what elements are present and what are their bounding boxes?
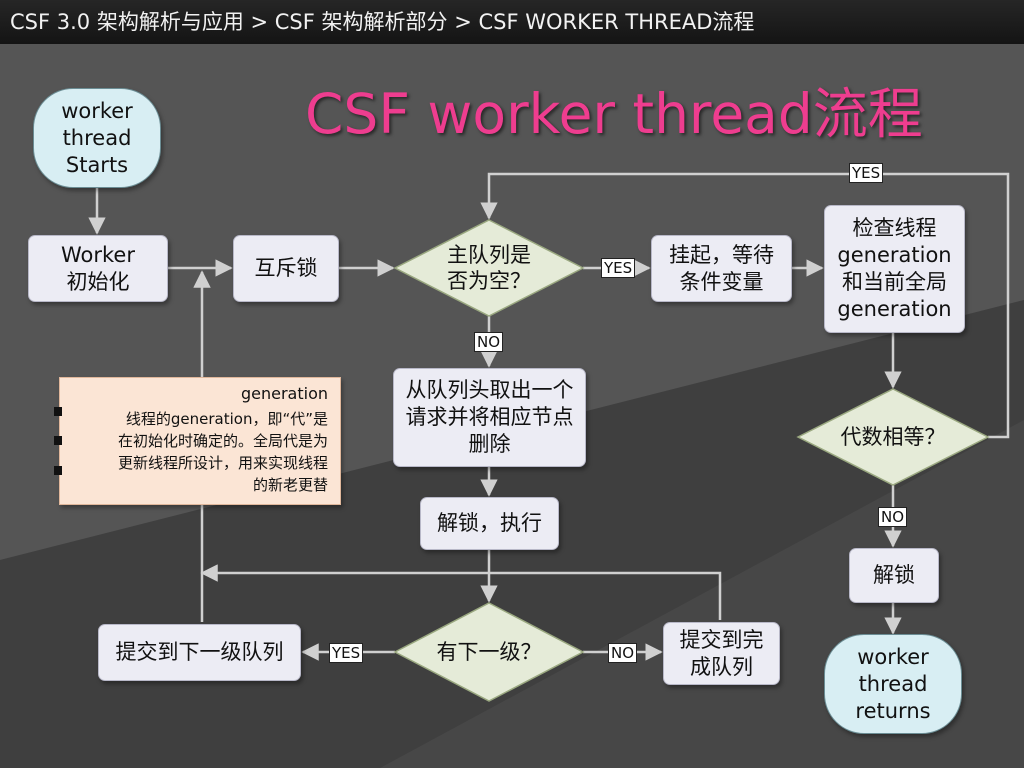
arrow-done-loop — [200, 564, 722, 620]
end-node: worker thread returns — [824, 634, 962, 734]
generation-note: generation 线程的generation，即“代”是 在初始化时确定的。… — [54, 377, 341, 505]
note-marker — [54, 407, 62, 416]
decision-gen-equal-shape — [796, 388, 990, 486]
note-body: 线程的generation，即“代”是 在初始化时确定的。全局代是为 更新线程所… — [117, 410, 328, 494]
decision-next-level: 有下一级？ — [436, 640, 542, 664]
yes-label-next-level: YES — [329, 643, 364, 663]
note-title: generation — [240, 384, 328, 403]
decision-queue-empty: 主队列是 否为空？ — [447, 243, 531, 293]
yes-label-queue-empty: YES — [601, 258, 636, 278]
decision-gen-equal: 代数相等？ — [840, 425, 946, 449]
yes-label-generation-loop: YES — [849, 163, 884, 183]
no-label-queue-empty: NO — [474, 332, 504, 352]
arrow-gen-yes-loop — [480, 172, 1010, 439]
breadcrumb: CSF 3.0 架构解析与应用 > CSF 架构解析部分 > CSF WORKE… — [0, 0, 1024, 44]
decision-next-level-shape — [393, 602, 585, 702]
unlock-box: 解锁 — [849, 548, 939, 603]
check-generation-box: 检查线程 generation 和当前全局 generation — [824, 205, 965, 333]
mutex-lock-box: 互斥锁 — [233, 235, 339, 302]
worker-init-box: Worker 初始化 — [28, 235, 168, 302]
slide-title: CSF worker thread流程 — [305, 82, 923, 146]
suspend-wait-box: 挂起，等待 条件变量 — [651, 235, 792, 302]
note-marker — [54, 466, 62, 475]
submit-next-queue-box: 提交到下一级队列 — [98, 624, 301, 681]
take-request-box: 从队列头取出一个 请求并将相应节点 删除 — [393, 368, 586, 467]
start-node: worker thread Starts — [33, 88, 161, 188]
submit-done-queue-box: 提交到完 成队列 — [663, 622, 780, 685]
note-marker — [54, 436, 62, 445]
no-label-gen-equal: NO — [878, 507, 908, 527]
unlock-execute-box: 解锁，执行 — [420, 497, 559, 550]
no-label-next-level: NO — [608, 643, 638, 663]
decision-queue-empty-shape — [393, 219, 585, 317]
